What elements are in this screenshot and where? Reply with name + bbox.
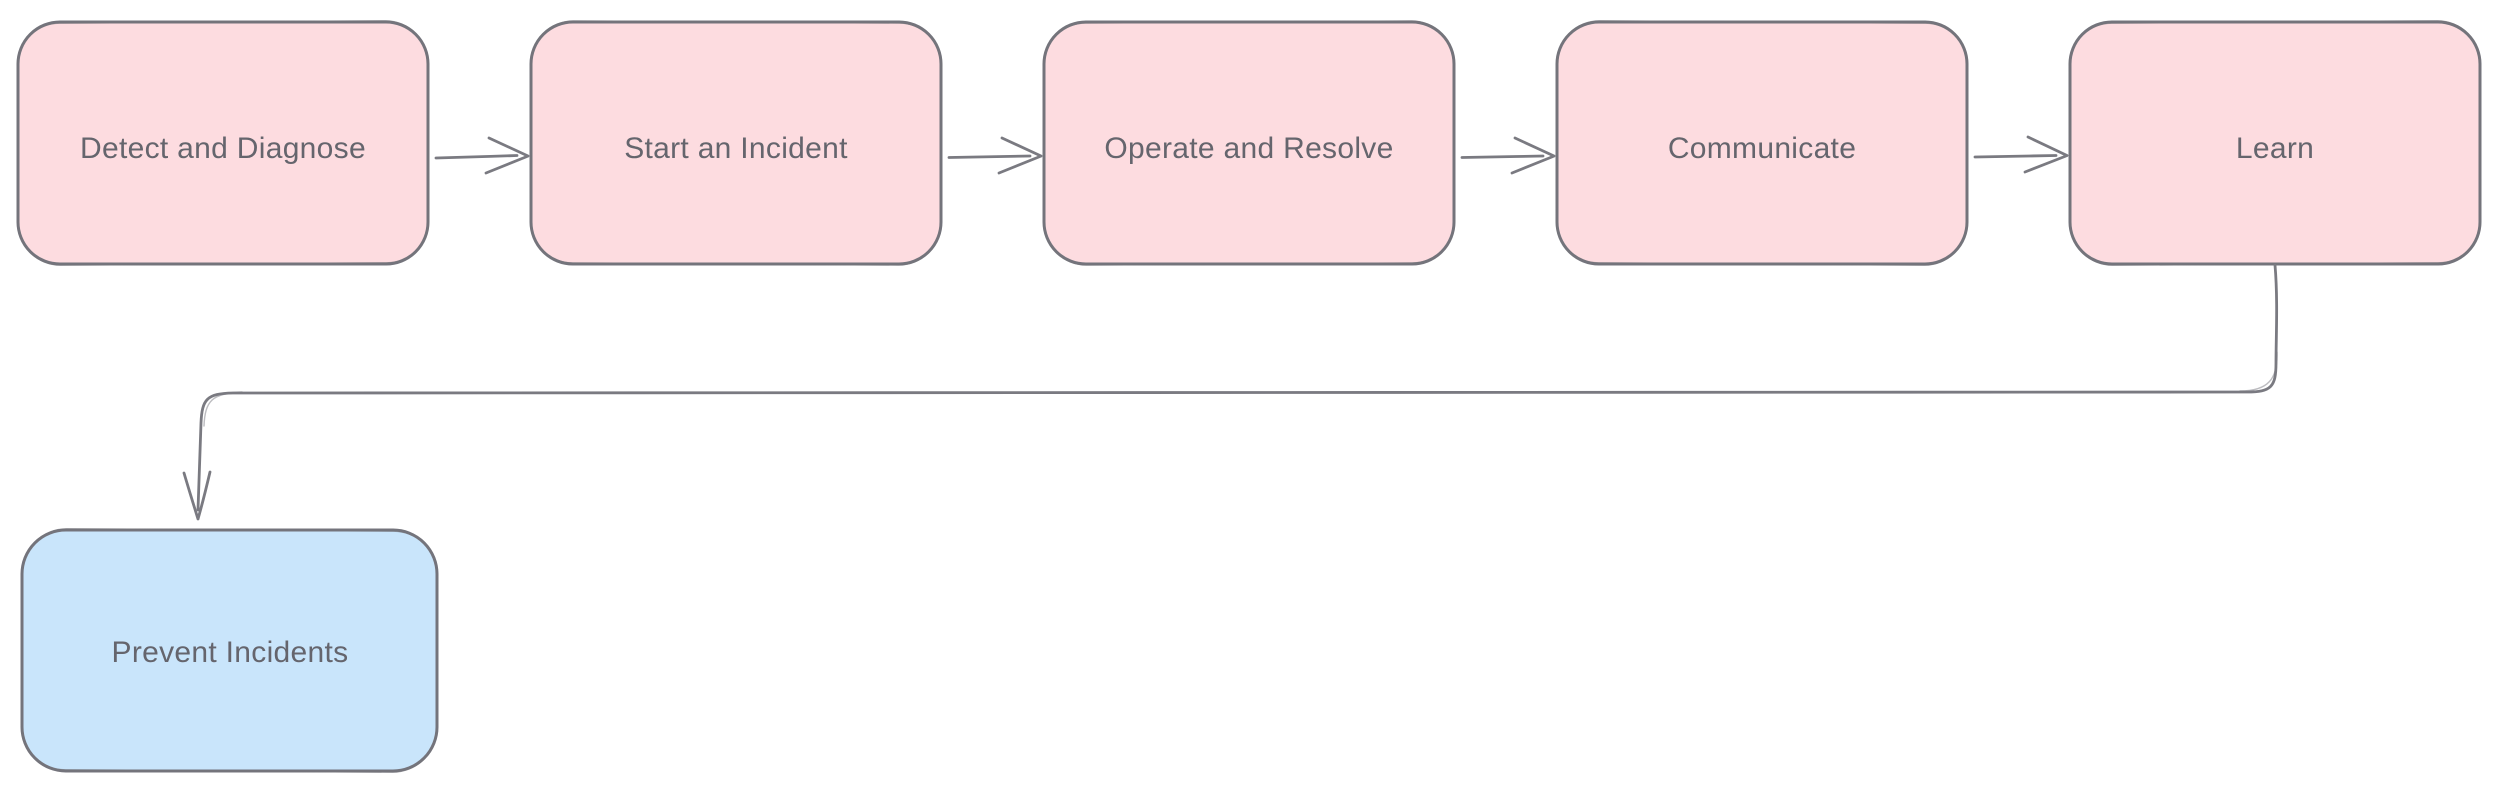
node-label: Learn xyxy=(2236,132,2314,165)
arrow-line xyxy=(434,154,519,160)
arrow-head xyxy=(2023,135,2069,174)
node-prevent-incidents[interactable]: Prevent Incidents xyxy=(20,528,439,773)
node-sketch-stroke xyxy=(16,20,430,266)
arrow-learn-to-prevent[interactable] xyxy=(182,263,2279,521)
connector-line xyxy=(196,263,2279,512)
arrow-operate-to-communicate[interactable] xyxy=(1460,136,1556,175)
connector-sketch-stroke xyxy=(2239,351,2278,392)
node-sketch-stroke xyxy=(1042,20,1456,266)
arrow-line xyxy=(947,154,1032,159)
node-detect-and-diagnose[interactable]: Detect and Diagnose xyxy=(16,20,430,266)
node-sketch-stroke xyxy=(529,20,943,266)
node-sketch-stroke xyxy=(20,528,439,773)
arrow-head xyxy=(484,136,530,175)
arrow-communicate-to-learn[interactable] xyxy=(1973,135,2069,174)
node-learn[interactable]: Learn xyxy=(2068,20,2482,266)
arrow-line xyxy=(1460,154,1545,159)
node-sketch-stroke xyxy=(1555,20,1969,266)
arrow-head-down xyxy=(182,470,212,521)
node-label: Prevent Incidents xyxy=(112,636,349,669)
node-communicate[interactable]: Communicate xyxy=(1555,20,1969,266)
node-label: Operate and Resolve xyxy=(1104,132,1393,165)
node-label: Detect and Diagnose xyxy=(80,132,366,165)
arrow-line xyxy=(1973,154,2058,159)
arrow-detect-to-start[interactable] xyxy=(434,136,530,175)
node-start-an-incident[interactable]: Start an Incident xyxy=(529,20,943,266)
connector-sketch-stroke xyxy=(203,391,243,427)
node-operate-and-resolve[interactable]: Operate and Resolve xyxy=(1042,20,1456,266)
arrow-head xyxy=(997,136,1043,175)
node-label: Start an Incident xyxy=(624,132,848,165)
arrow-head xyxy=(1510,136,1556,175)
arrow-start-to-operate[interactable] xyxy=(947,136,1043,175)
node-label: Communicate xyxy=(1668,132,1856,165)
